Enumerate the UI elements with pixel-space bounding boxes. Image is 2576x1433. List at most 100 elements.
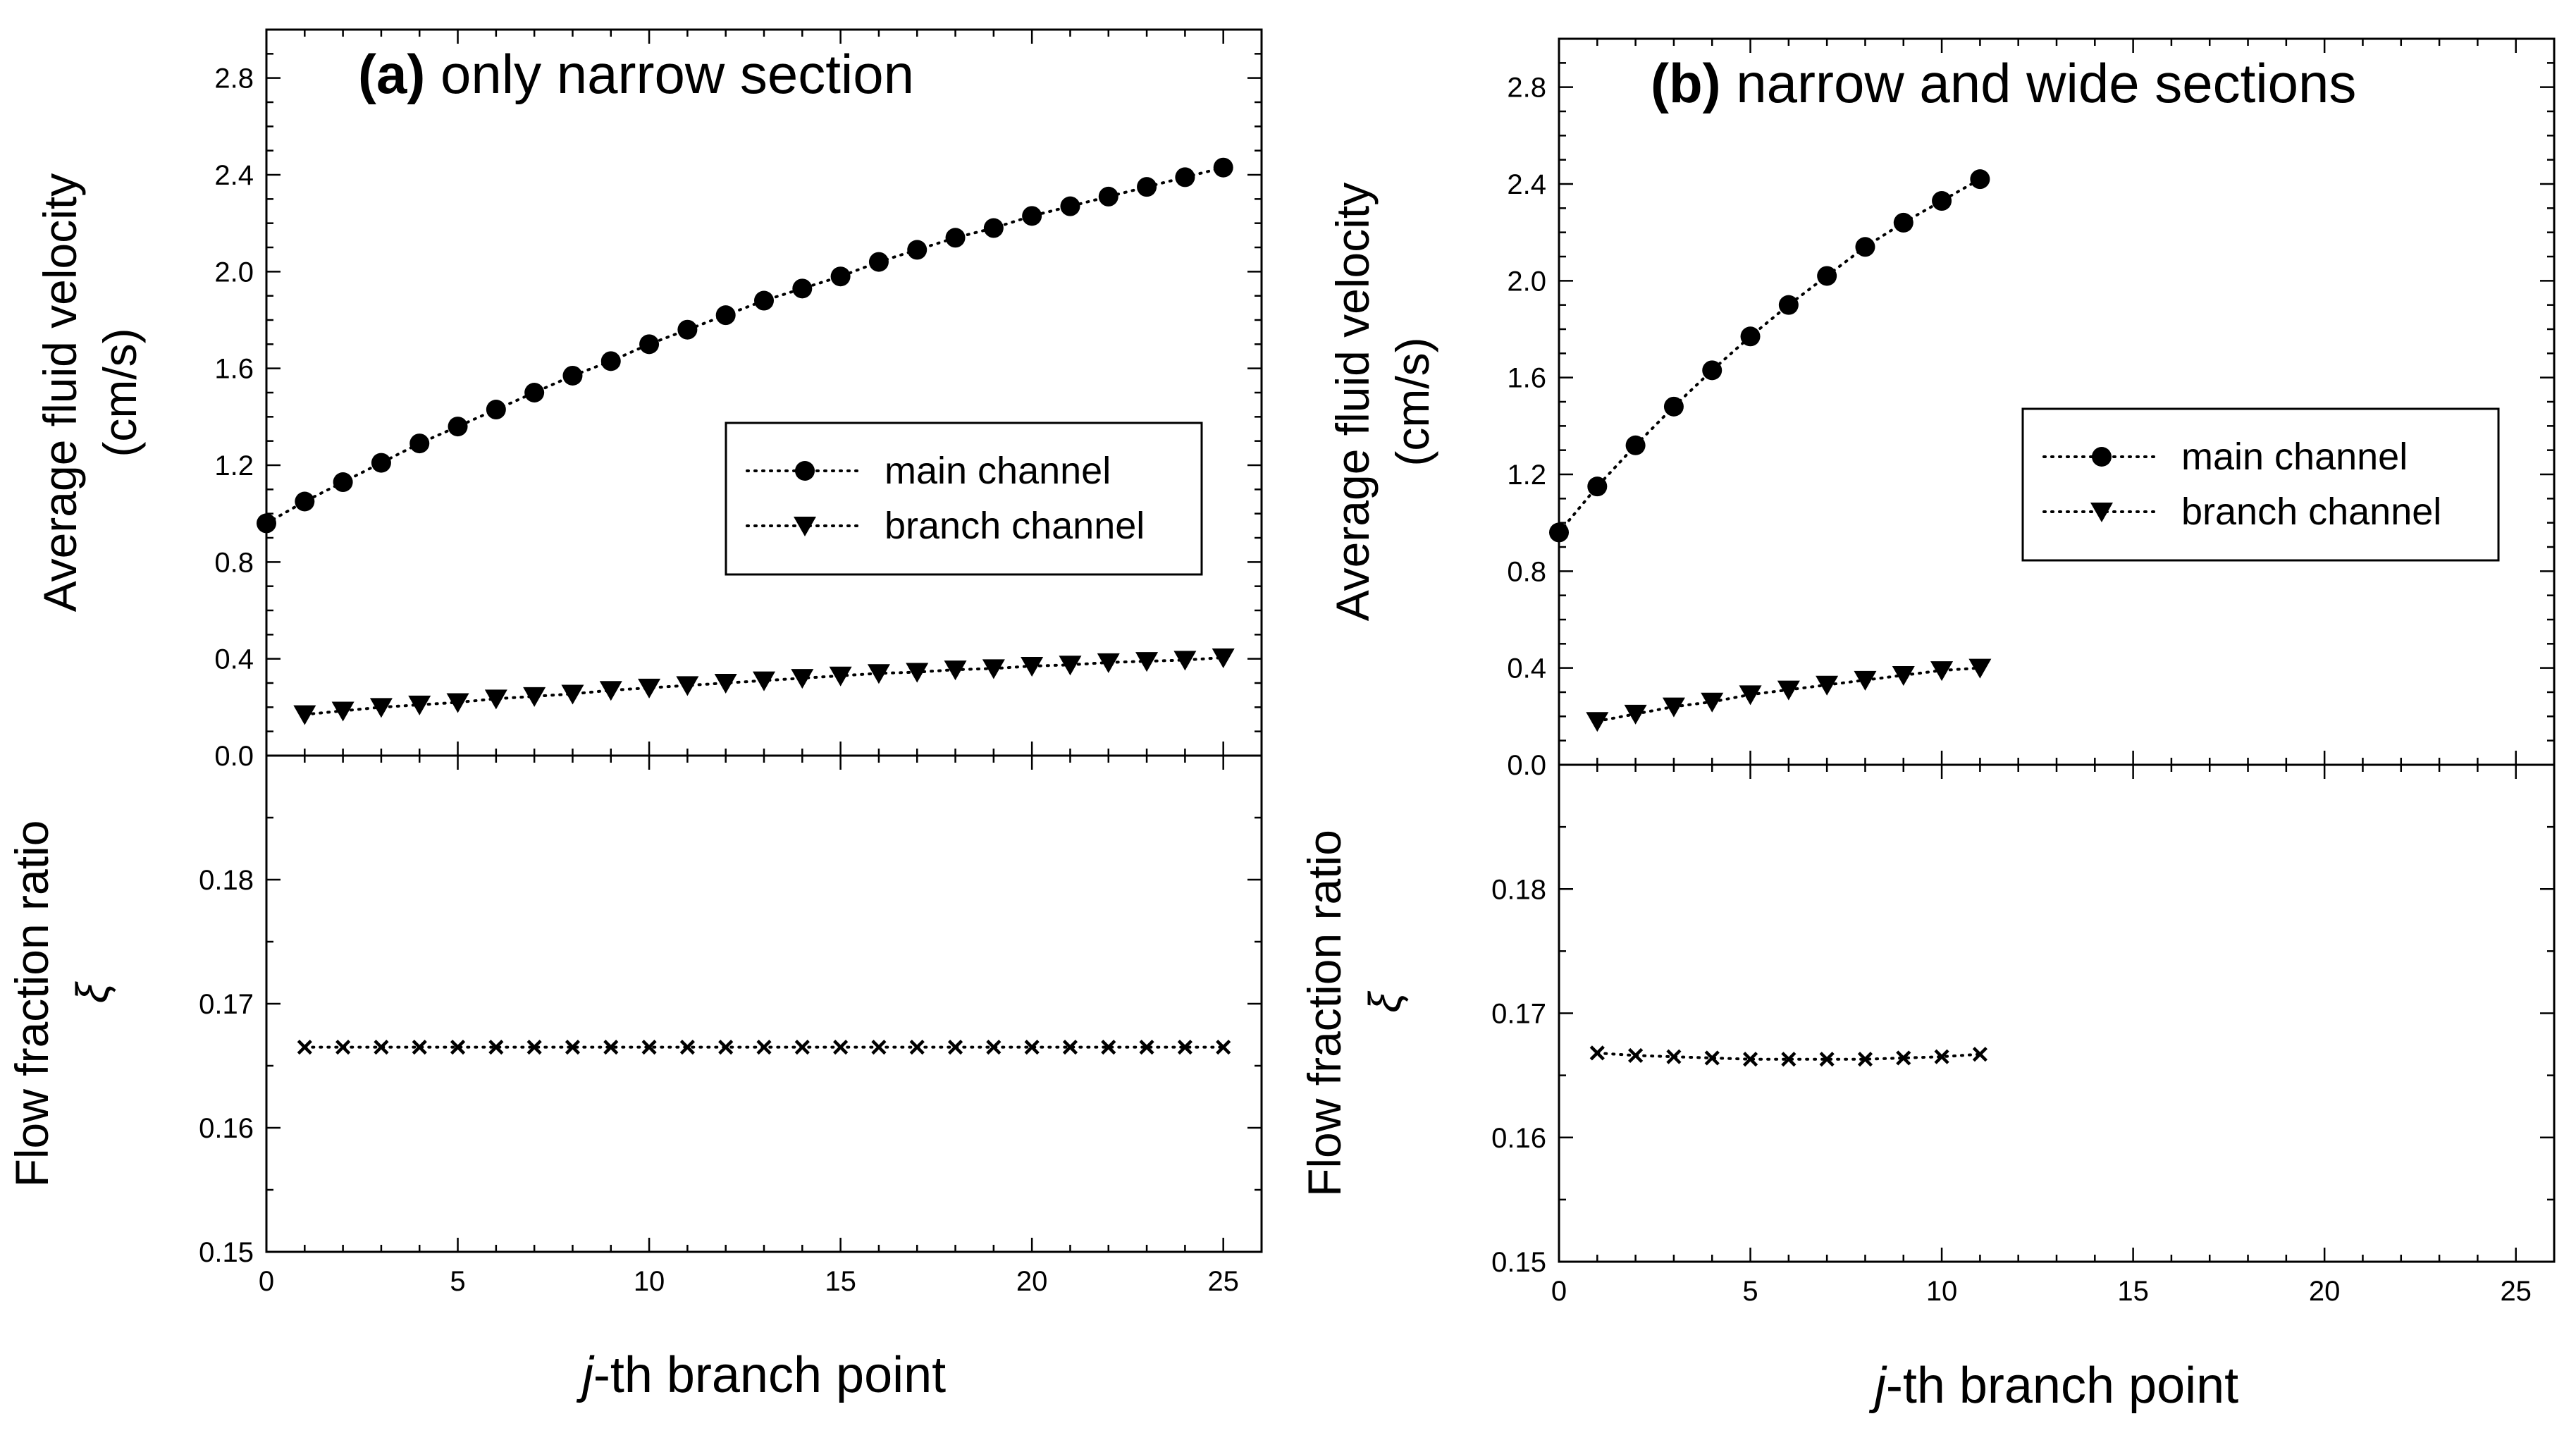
data-point	[1549, 522, 1569, 543]
data-point	[1777, 680, 1800, 701]
data-point	[1101, 1040, 1116, 1055]
data-point	[753, 671, 775, 691]
data-point	[369, 698, 393, 718]
series-branch-channel	[293, 648, 1235, 725]
data-point	[297, 1040, 312, 1055]
data-point	[409, 433, 430, 454]
data-point	[1701, 692, 1724, 713]
data-point	[1021, 656, 1044, 677]
series-main-channel	[257, 157, 1233, 534]
series-line	[1558, 178, 1982, 534]
data-point	[1175, 167, 1195, 187]
y-tick-label: 0.18	[199, 865, 254, 896]
data-point	[599, 681, 622, 701]
x-tick-label: 5	[450, 1266, 465, 1297]
top-plot-frame	[265, 28, 1263, 757]
y-tick-label: 0.15	[1491, 1247, 1546, 1278]
data-point	[1059, 656, 1082, 676]
x-axis-label: j-th branch point	[576, 1347, 946, 1403]
data-point	[450, 1040, 466, 1055]
data-point	[830, 266, 851, 287]
y-tick-label: 0.16	[1491, 1123, 1546, 1154]
x-tick-label: 25	[1207, 1266, 1239, 1297]
y-tick-label: 0.17	[199, 989, 254, 1020]
data-point	[945, 228, 966, 248]
data-point	[412, 1040, 427, 1055]
data-point	[1098, 186, 1118, 207]
data-point	[333, 472, 353, 493]
data-point	[1135, 652, 1159, 672]
data-point	[448, 417, 468, 437]
data-point	[718, 1040, 734, 1055]
circle-icon	[2092, 447, 2112, 467]
y-tick-label: 1.2	[214, 450, 254, 481]
legend-label: main channel	[885, 450, 1111, 492]
data-point	[907, 240, 928, 260]
y-tick-label: 0.17	[1491, 999, 1546, 1030]
data-point	[1137, 177, 1157, 197]
data-point	[331, 701, 355, 722]
y-axis-symbol: ξ	[1360, 991, 1410, 1013]
y-tick-label: 2.8	[1507, 73, 1546, 104]
data-point	[1666, 1049, 1682, 1064]
data-point	[374, 1040, 389, 1055]
data-point	[676, 676, 699, 696]
y-axis-label: Flow fraction ratio	[6, 820, 58, 1188]
data-point	[1854, 670, 1877, 691]
data-point	[408, 695, 431, 715]
data-point	[1857, 1052, 1873, 1067]
x-tick-label: 5	[1742, 1276, 1758, 1307]
y-axis-label: Average fluid velocity	[1326, 183, 1379, 621]
series-main-channel	[1549, 169, 1990, 543]
legend-box	[2021, 407, 2500, 562]
data-point	[1589, 1045, 1605, 1061]
y-tick-label: 2.0	[1507, 266, 1546, 297]
y-axis-unit: (cm/s)	[94, 328, 146, 457]
legend-label: main channel	[2181, 436, 2408, 478]
data-point	[1702, 360, 1723, 381]
circle-icon	[795, 461, 815, 481]
data-point	[1662, 697, 1685, 718]
data-point	[1586, 712, 1609, 732]
data-point	[1740, 326, 1761, 347]
data-point	[371, 453, 391, 473]
data-point	[1216, 1040, 1231, 1055]
data-point	[1213, 157, 1233, 178]
data-point	[600, 351, 621, 371]
x-tick-label: 20	[2309, 1276, 2341, 1307]
data-point	[754, 290, 774, 311]
data-point	[944, 660, 967, 681]
data-point	[867, 664, 890, 684]
x-tick-label: 0	[259, 1266, 274, 1297]
data-point	[1587, 476, 1608, 497]
series-flow-fraction	[297, 1040, 1231, 1055]
data-point	[1781, 1052, 1797, 1067]
x-tick-label: 15	[2117, 1276, 2149, 1307]
x-tick-label: 10	[634, 1266, 665, 1297]
y-tick-label: 2.8	[214, 63, 254, 94]
data-point	[1663, 396, 1684, 417]
data-point	[1778, 295, 1799, 315]
data-point	[791, 669, 814, 689]
data-point	[1930, 661, 1954, 682]
chart-title-text: only narrow section	[425, 43, 914, 105]
data-point	[906, 663, 929, 683]
data-point	[335, 1040, 351, 1055]
x-tick-label: 0	[1551, 1276, 1567, 1307]
y-axis-unit: (cm/s)	[1386, 337, 1438, 466]
data-point	[488, 1040, 504, 1055]
data-point	[1932, 191, 1952, 211]
data-point	[1628, 1047, 1644, 1064]
chart-title: (a) only narrow section	[358, 43, 914, 105]
top-plot-frame	[1558, 37, 2556, 766]
data-point	[1212, 648, 1235, 668]
data-point	[1892, 665, 1915, 686]
data-point	[1972, 1047, 1988, 1062]
data-point	[1896, 1050, 1911, 1066]
data-point	[638, 678, 661, 699]
data-point	[794, 1040, 810, 1055]
